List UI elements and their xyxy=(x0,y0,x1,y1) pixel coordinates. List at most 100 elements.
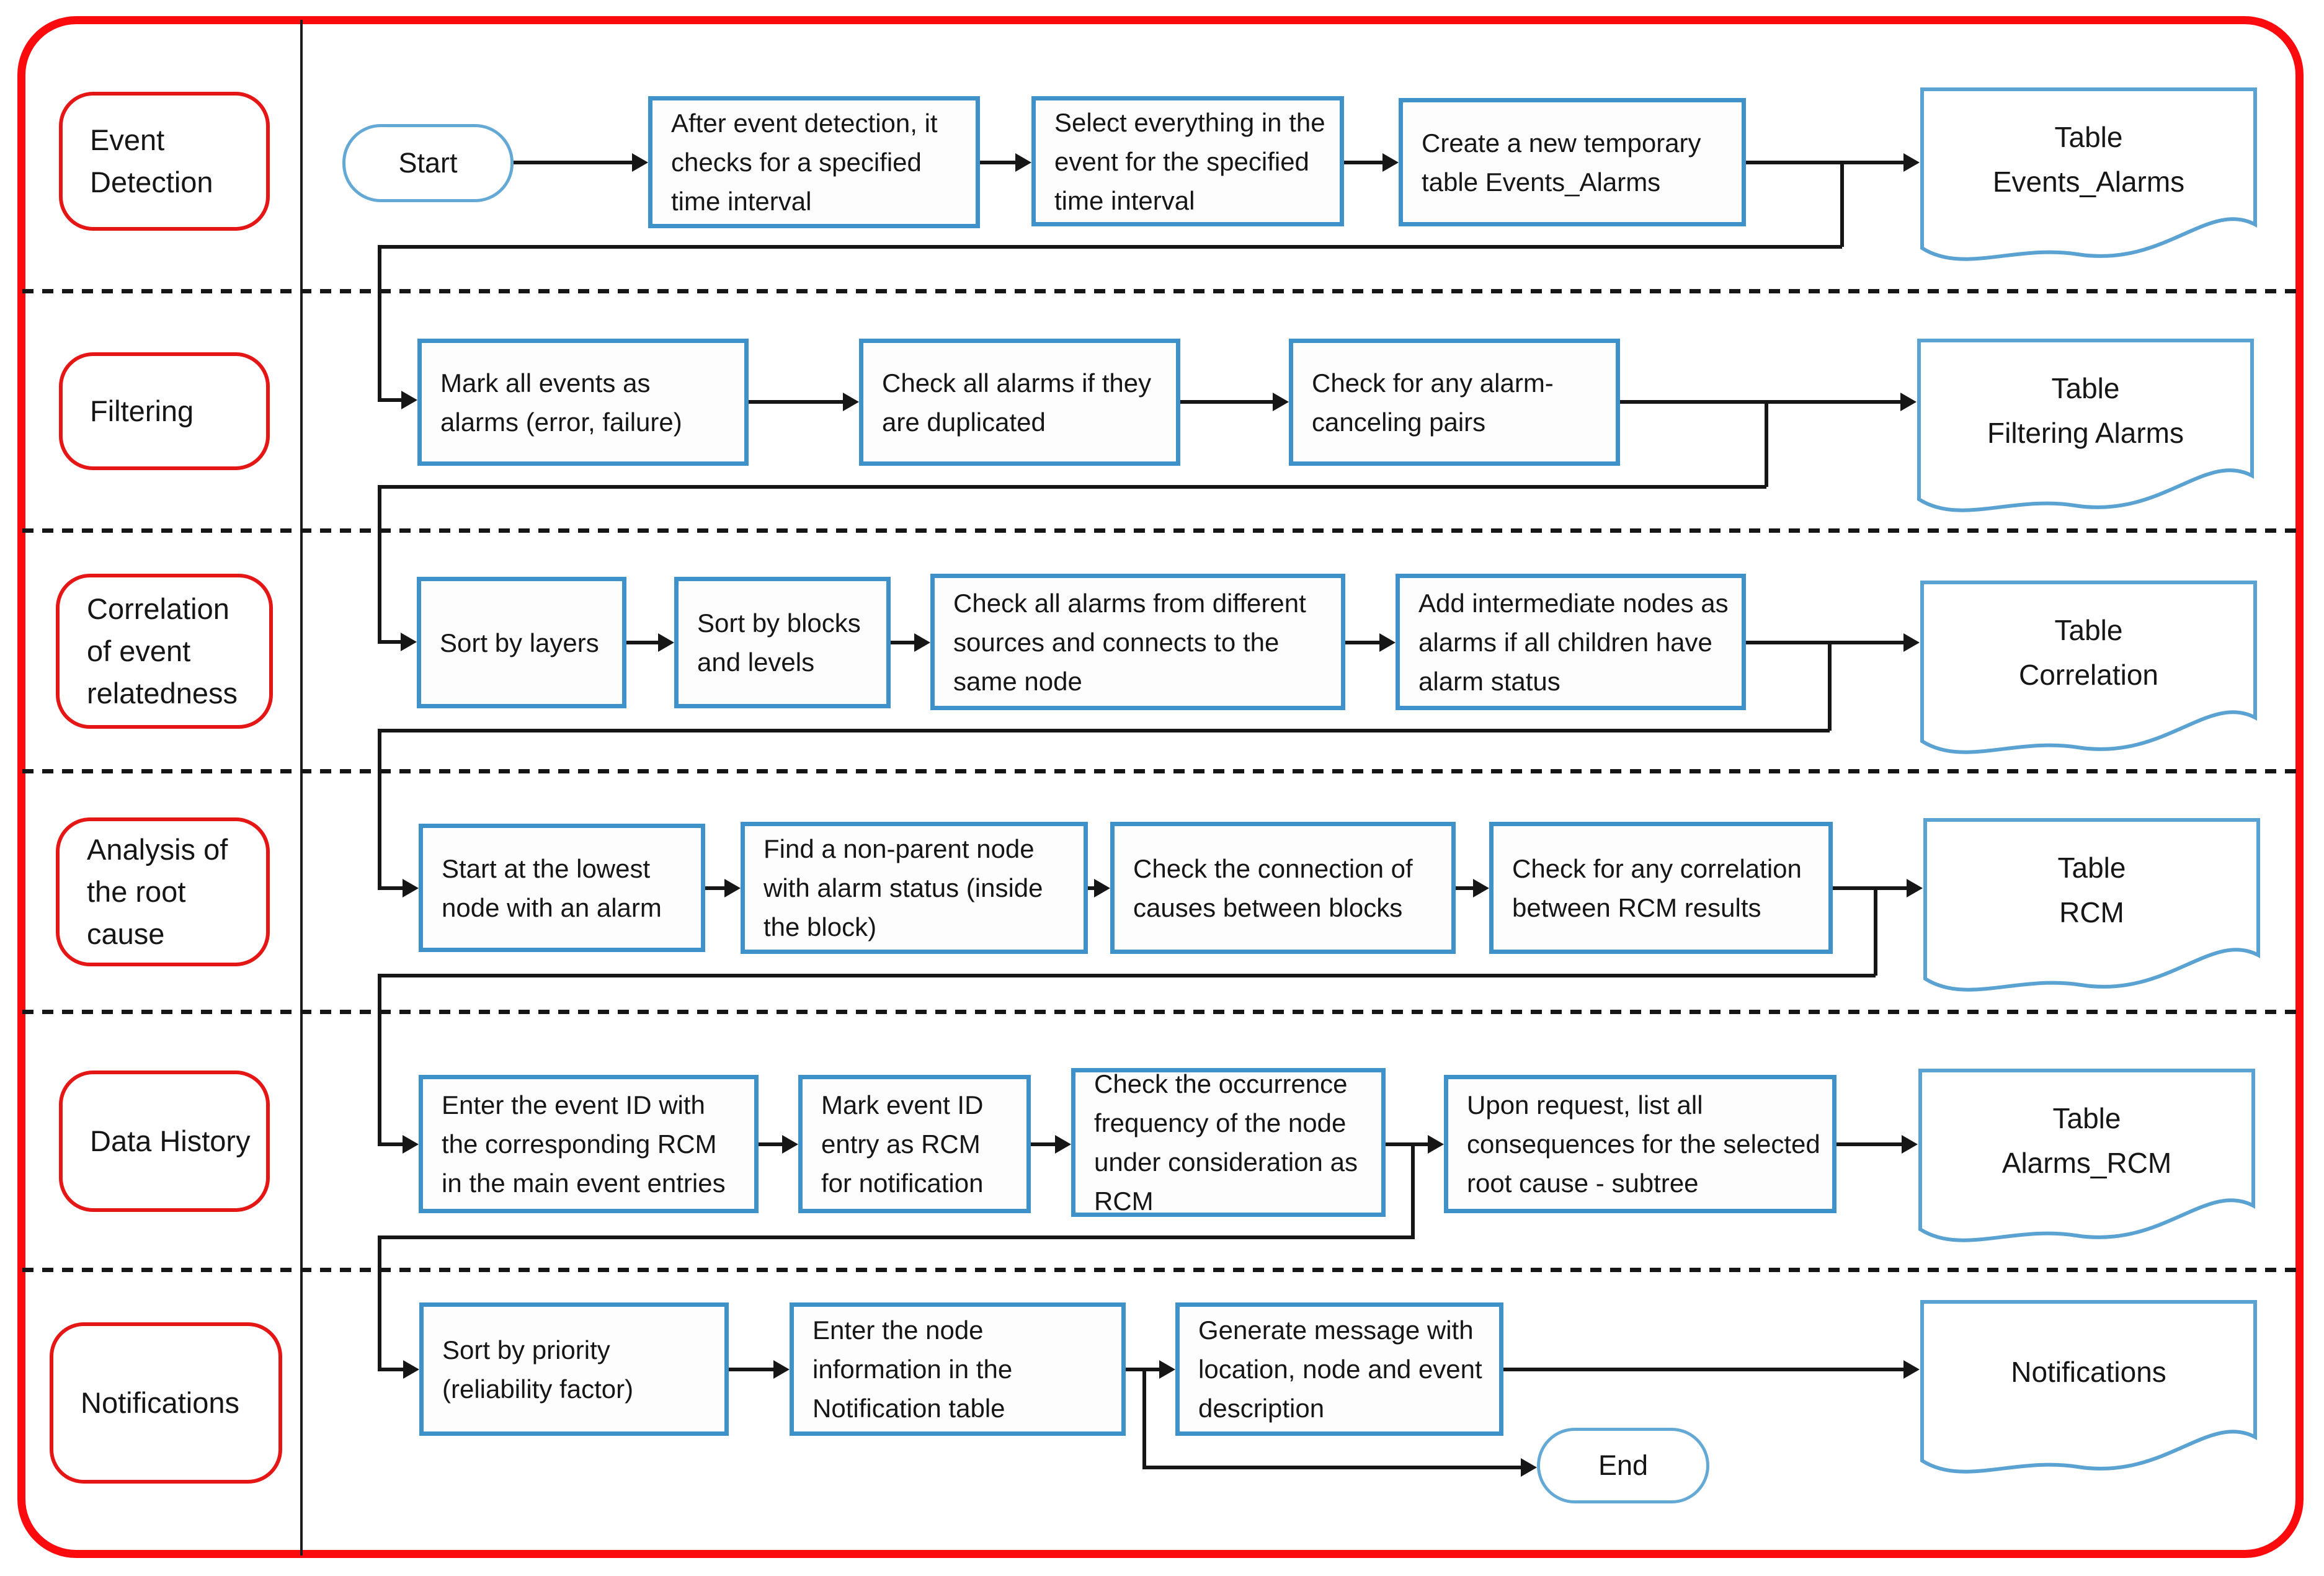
flow-connector xyxy=(380,1142,406,1146)
flow-arrowhead xyxy=(1015,153,1031,172)
flow-connector xyxy=(1386,1142,1431,1146)
flow-connector xyxy=(759,1142,786,1146)
process-box: Sort by blocks and levels xyxy=(674,577,891,708)
lane-divider xyxy=(22,289,2300,293)
table-name: Table xyxy=(2054,121,2123,154)
flow-arrowhead xyxy=(1382,153,1399,172)
table-name: Correlation xyxy=(2019,658,2158,691)
flow-arrowhead xyxy=(658,633,674,652)
flow-arrowhead xyxy=(1521,1458,1537,1477)
table-name: Table xyxy=(2051,372,2120,405)
process-box: Check all alarms if they are duplicated xyxy=(859,339,1180,466)
flow-connector xyxy=(514,161,636,164)
lane-label-correlation: Correlation of event relatedness xyxy=(56,574,273,729)
flow-connector xyxy=(980,161,1019,164)
flow-arrowhead xyxy=(403,879,419,897)
flow-connector xyxy=(1180,400,1276,404)
process-box: Upon request, list all consequences for … xyxy=(1444,1075,1836,1213)
lane-label-filtering: Filtering xyxy=(59,352,270,470)
flow-connector xyxy=(378,485,381,644)
flow-connector xyxy=(1765,400,1768,487)
start-terminator: Start xyxy=(342,124,514,202)
flow-connector xyxy=(1833,886,1910,890)
flow-connector xyxy=(380,245,1842,249)
flow-arrowhead xyxy=(1900,393,1917,411)
process-box: Sort by priority (reliability factor) xyxy=(419,1302,729,1436)
flow-arrowhead xyxy=(401,633,417,651)
table-name: RCM xyxy=(2059,896,2124,928)
process-box: Check for any correlation between RCM re… xyxy=(1489,822,1833,954)
flow-arrowhead xyxy=(401,391,417,409)
process-box: Enter the node information in the Notifi… xyxy=(790,1302,1126,1436)
flow-arrowhead xyxy=(1903,1360,1920,1379)
flow-connector xyxy=(705,886,728,890)
process-box: Mark all events as alarms (error, failur… xyxy=(417,339,749,466)
lane-label-data-history: Data History xyxy=(59,1071,270,1212)
table-name: Table xyxy=(2052,1102,2121,1135)
flow-connector xyxy=(1746,161,1907,164)
flow-connector xyxy=(729,1368,777,1371)
lane-divider xyxy=(22,769,2300,773)
flow-connector xyxy=(378,974,381,1146)
table-name: Notifications xyxy=(2011,1355,2166,1388)
flow-connector xyxy=(380,640,404,644)
flow-arrowhead xyxy=(1473,879,1489,897)
flow-arrowhead xyxy=(1273,393,1289,411)
table-name: Alarms_RCM xyxy=(2001,1146,2172,1179)
flow-arrowhead xyxy=(403,1135,419,1154)
lane-label-root-cause: Analysis of the root cause xyxy=(56,817,270,966)
end-terminator: End xyxy=(1537,1428,1709,1503)
process-box: Check all alarms from different sources … xyxy=(930,574,1345,710)
table-name: Events_Alarms xyxy=(1992,165,2185,198)
flow-connector xyxy=(1088,886,1098,890)
flow-connector xyxy=(380,1368,407,1371)
lane-label-notifications: Notifications xyxy=(50,1322,282,1484)
flow-arrowhead xyxy=(1159,1360,1175,1379)
process-box: Find a non-parent node with alarm status… xyxy=(741,822,1088,954)
process-box: Create a new temporary table Events_Alar… xyxy=(1399,98,1746,226)
lane-label-event-detection: Event Detection xyxy=(59,92,270,231)
flow-arrowhead xyxy=(1055,1135,1071,1154)
lane-label-separator-line xyxy=(300,20,303,1556)
lane-divider xyxy=(22,1010,2300,1014)
flow-arrowhead xyxy=(1902,1135,1918,1154)
flow-connector xyxy=(1031,1142,1059,1146)
flow-arrowhead xyxy=(1903,633,1920,652)
flow-connector xyxy=(1411,1142,1415,1239)
process-box: Generate message with location, node and… xyxy=(1175,1302,1503,1436)
table-name: Table xyxy=(2057,852,2126,884)
flow-connector xyxy=(1344,161,1386,164)
flow-arrowhead xyxy=(782,1135,798,1154)
flow-arrowhead xyxy=(1907,879,1923,897)
flow-connector xyxy=(378,729,381,890)
flow-connector xyxy=(1840,161,1844,247)
process-box: Check the connection of causes between b… xyxy=(1110,822,1456,954)
flow-arrowhead xyxy=(1428,1135,1444,1154)
flow-connector xyxy=(626,641,662,644)
process-box: Check the occurrence frequency of the no… xyxy=(1071,1068,1386,1217)
flow-connector xyxy=(1345,641,1383,644)
flow-connector xyxy=(380,886,406,890)
flow-connector xyxy=(1620,400,1904,404)
process-box: Add intermediate nodes as alarms if all … xyxy=(1396,574,1746,710)
table-name: Table xyxy=(2054,614,2123,647)
lane-divider xyxy=(22,1268,2300,1272)
process-box: Enter the event ID with the correspondin… xyxy=(419,1075,759,1213)
flow-arrowhead xyxy=(403,1360,419,1379)
flow-connector xyxy=(1456,886,1477,890)
process-box: Sort by layers xyxy=(417,577,626,708)
flow-connector xyxy=(378,245,381,402)
flow-arrowhead xyxy=(773,1360,790,1379)
flow-connector xyxy=(380,729,1830,732)
document-shape: Notifications xyxy=(1920,1299,2258,1482)
process-box: After event detection, it checks for a s… xyxy=(648,96,980,228)
flow-arrowhead xyxy=(914,633,930,652)
flow-connector xyxy=(1746,641,1907,644)
flow-arrowhead xyxy=(1903,153,1920,172)
